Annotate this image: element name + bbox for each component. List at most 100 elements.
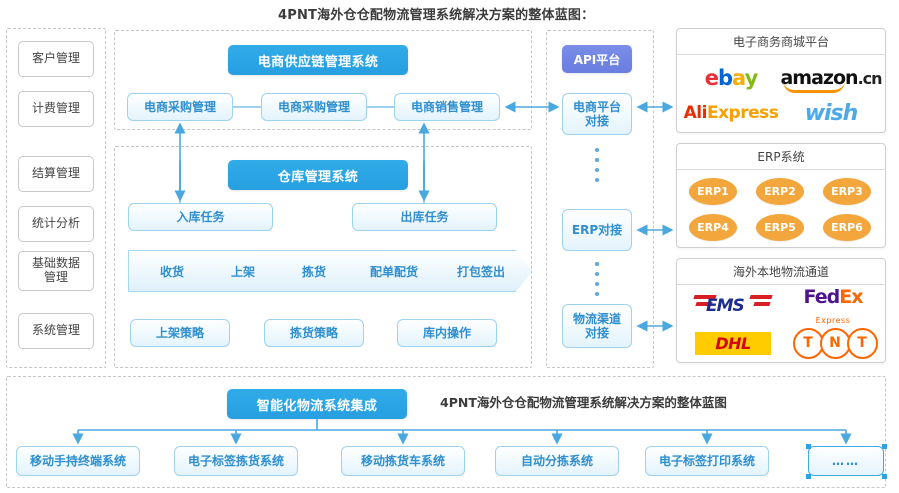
module-ec-sales[interactable]: 电商销售管理 <box>394 93 500 121</box>
erp-label: ERP4 <box>697 221 729 234</box>
bottom-item-label: …… <box>832 453 860 468</box>
connector-label-line2: 对接 <box>584 114 609 128</box>
amazon-logo: amazon.cn <box>780 61 883 95</box>
flow-step-allocate[interactable]: 配单配货 <box>341 250 447 292</box>
connector-label-line1: 电商平台 <box>572 99 621 114</box>
erp-item-4[interactable]: ERP4 <box>689 214 737 241</box>
flow-step-label: 打包签出 <box>456 264 505 279</box>
sidebar-item-statistics[interactable]: 统计分析 <box>18 206 94 242</box>
erp-item-1[interactable]: ERP1 <box>689 178 737 205</box>
ecommerce-platforms-panel: 电子商务商城平台 ebay amazon.cn AliExpress wish <box>676 28 886 133</box>
bottom-item-label: 电子标签打印系统 <box>658 453 755 468</box>
sidebar-item-customer[interactable]: 客户管理 <box>18 41 94 77</box>
erp-label: ERP2 <box>764 185 796 198</box>
supply-chain-header[interactable]: 电商供应链管理系统 <box>228 45 408 75</box>
sidebar-item-billing[interactable]: 计费管理 <box>18 91 94 127</box>
bottom-item-etag-printing[interactable]: 电子标签打印系统 <box>645 446 769 476</box>
task-inbound[interactable]: 入库任务 <box>128 203 273 231</box>
sidebar-panel <box>6 28 106 368</box>
dhl-logo: DHL <box>685 327 781 359</box>
bottom-item-mobile-cart[interactable]: 移动拣货车系统 <box>341 446 465 476</box>
smart-logistics-label: 智能化物流系统集成 <box>256 398 378 414</box>
erp-item-6[interactable]: ERP6 <box>823 214 871 241</box>
module-label: 电商采购管理 <box>143 99 216 114</box>
flow-step-label: 配单配货 <box>369 264 418 279</box>
selection-handle-bl[interactable] <box>806 474 811 479</box>
sidebar-item-label: 客户管理 <box>31 51 80 66</box>
fedex-logo: FedEx Express <box>803 285 864 325</box>
task-label: 出库任务 <box>400 209 449 224</box>
selection-handle-br[interactable] <box>882 474 887 479</box>
api-panel <box>546 30 654 368</box>
bottom-item-label: 自动分拣系统 <box>520 453 593 468</box>
bottom-item-etag-picking[interactable]: 电子标签拣货系统 <box>174 446 298 476</box>
sidebar-item-label: 基础数据管理 <box>31 256 80 284</box>
smart-logistics-header[interactable]: 智能化物流系统集成 <box>227 389 407 419</box>
sidebar-item-label: 统计分析 <box>31 216 80 231</box>
panel-title: 电子商务商城平台 <box>677 29 885 55</box>
erp-systems-panel: ERP系统 ERP1 ERP2 ERP3 ERP4 ERP5 ERP6 <box>676 143 886 248</box>
panel-title: ERP系统 <box>677 144 885 170</box>
dots-separator-2 <box>595 262 599 296</box>
bottom-item-handheld[interactable]: 移动手持终端系统 <box>16 446 140 476</box>
strategy-label: 拣货策略 <box>289 325 338 340</box>
sidebar-item-settlement[interactable]: 结算管理 <box>18 156 94 192</box>
task-label: 入库任务 <box>176 209 225 224</box>
warehouse-panel <box>114 146 532 368</box>
sidebar-item-basic-data[interactable]: 基础数据管理 <box>18 251 94 291</box>
bottom-item-label: 移动拣货车系统 <box>360 453 445 468</box>
flow-step-receive[interactable]: 收货 <box>128 250 216 292</box>
task-outbound[interactable]: 出库任务 <box>352 203 497 231</box>
supply-chain-panel <box>114 30 532 130</box>
strategy-putaway[interactable]: 上架策略 <box>130 319 230 347</box>
warehouse-header-label: 仓库管理系统 <box>277 169 359 185</box>
sidebar-item-system[interactable]: 系统管理 <box>18 313 94 349</box>
selection-handle-tr[interactable] <box>882 444 887 449</box>
flow-step-label: 收货 <box>159 264 184 279</box>
ems-logo: EMS <box>685 289 781 323</box>
bottom-item-label: 移动手持终端系统 <box>29 453 126 468</box>
erp-item-3[interactable]: ERP3 <box>823 178 871 205</box>
module-label: 电商采购管理 <box>277 99 350 114</box>
erp-item-2[interactable]: ERP2 <box>756 178 804 205</box>
selection-handle-tl[interactable] <box>806 444 811 449</box>
module-label: 电商销售管理 <box>410 99 483 114</box>
connector-label-line2: 对接 <box>584 326 609 340</box>
connector-logistics-channel[interactable]: 物流渠道 对接 <box>562 304 632 348</box>
sidebar-item-label: 系统管理 <box>31 323 80 338</box>
sidebar-item-label: 结算管理 <box>31 166 80 181</box>
connector-erp[interactable]: ERP对接 <box>562 209 632 251</box>
strategy-label: 上架策略 <box>155 325 204 340</box>
strategy-inwarehouse-ops[interactable]: 库内操作 <box>397 319 497 347</box>
module-ec-purchase-1[interactable]: 电商采购管理 <box>127 93 233 121</box>
flow-step-label: 拣货 <box>301 264 326 279</box>
wish-logo: wish <box>804 100 859 126</box>
bottom-item-more[interactable]: …… <box>808 446 884 476</box>
module-ec-purchase-2[interactable]: 电商采购管理 <box>261 93 367 121</box>
api-platform-header[interactable]: API平台 <box>562 45 632 73</box>
dots-separator-1 <box>595 148 599 182</box>
bottom-title: 4PNT海外仓仓配物流管理系统解决方案的整体蓝图 <box>440 395 727 410</box>
ebay-logo: ebay <box>704 66 759 90</box>
bottom-item-label: 电子标签拣货系统 <box>187 453 284 468</box>
erp-label: ERP1 <box>697 185 729 198</box>
aliexpress-logo: AliExpress <box>683 103 779 123</box>
strategy-picking[interactable]: 拣货策略 <box>264 319 364 347</box>
flow-step-label: 上架 <box>230 264 255 279</box>
page-title: 4PNT海外仓仓配物流管理系统解决方案的整体蓝图： <box>278 8 595 23</box>
erp-item-5[interactable]: ERP5 <box>756 214 804 241</box>
strategy-label: 库内操作 <box>422 325 471 340</box>
erp-label: ERP5 <box>764 221 796 234</box>
erp-label: ERP6 <box>831 221 863 234</box>
connector-ecommerce-platform[interactable]: 电商平台 对接 <box>562 93 632 135</box>
connector-label: ERP对接 <box>571 222 623 237</box>
warehouse-header[interactable]: 仓库管理系统 <box>228 160 408 190</box>
erp-label: ERP3 <box>831 185 863 198</box>
supply-chain-header-label: 电商供应链管理系统 <box>257 54 379 70</box>
bottom-panel <box>6 376 886 488</box>
connector-label-line1: 物流渠道 <box>572 311 621 326</box>
bottom-item-auto-sorting[interactable]: 自动分拣系统 <box>495 446 619 476</box>
